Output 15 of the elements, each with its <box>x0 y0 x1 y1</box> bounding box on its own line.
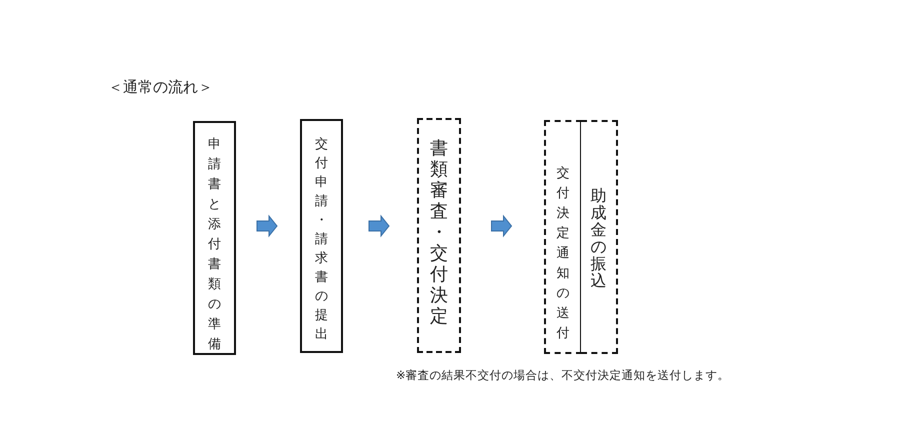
box-label: 申請書と添付書類の準備 <box>208 136 221 354</box>
box-label: 書類審査・交付決定 <box>430 138 448 327</box>
block-arrow <box>491 214 512 238</box>
process-box <box>544 120 582 354</box>
process-box <box>193 121 236 355</box>
process-box <box>581 120 618 354</box>
block-arrow <box>256 214 278 238</box>
box-label: 助成金の振込 <box>590 187 606 289</box>
process-box <box>300 119 343 353</box>
box-label: 交付決定通知の送付 <box>556 165 570 343</box>
title: ＜通常の流れ＞ <box>108 78 213 97</box>
process-box <box>417 118 461 353</box>
block-arrow <box>368 214 390 238</box>
box-label: 交付申請・請求書の提出 <box>315 136 328 344</box>
note: ※審査の結果不交付の場合は、不交付決定通知を送付します。 <box>396 368 730 383</box>
